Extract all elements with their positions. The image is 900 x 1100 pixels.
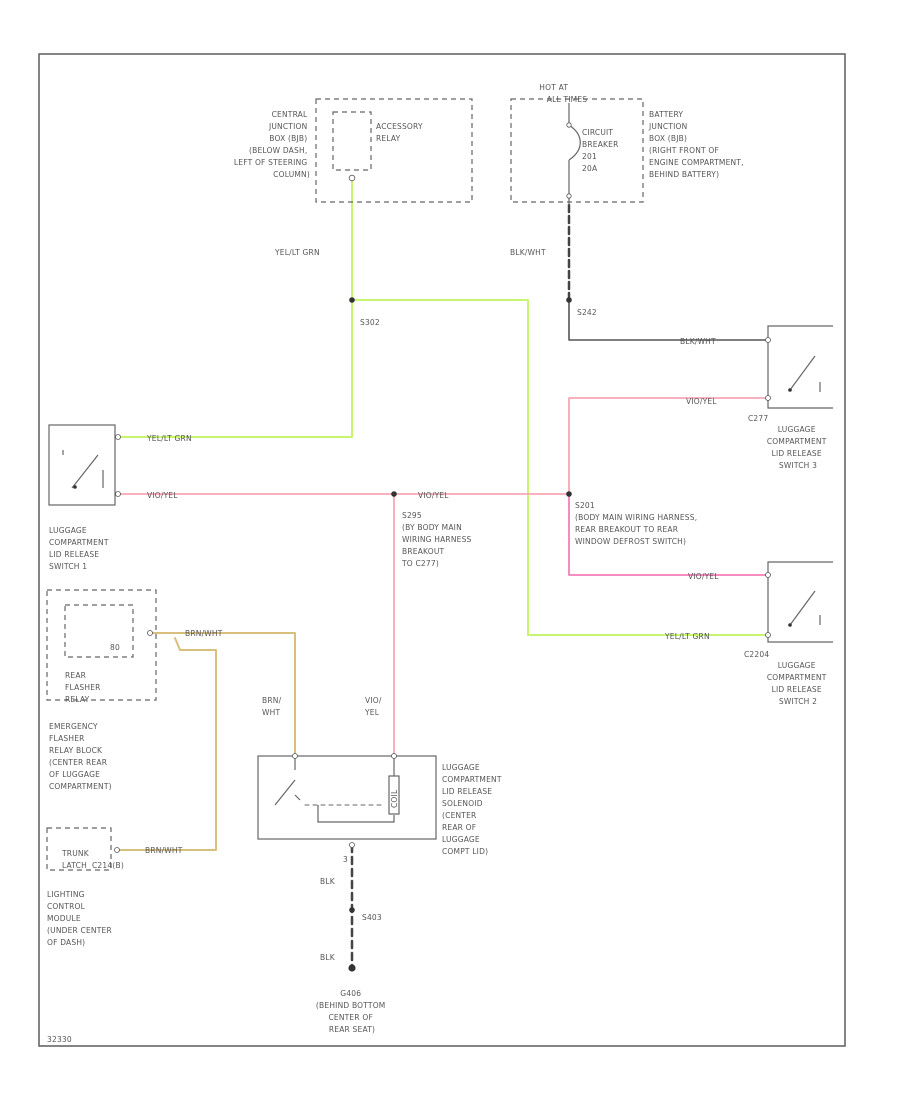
ground-g406-label: G406 (BEHIND BOTTOM CENTER OF REAR SEAT) <box>316 989 388 1034</box>
wire-label-vio-yel-center: VIO/YEL <box>418 491 449 500</box>
switch-3-pin-bottom <box>765 395 771 401</box>
solenoid-plunger <box>317 756 395 823</box>
lid-release-solenoid <box>257 755 437 840</box>
switch-1-contact <box>62 450 104 489</box>
solenoid-pin-left <box>292 753 298 759</box>
page-code: 32330 <box>47 1035 72 1044</box>
switch-3-pin-top <box>765 337 771 343</box>
flasher-relay-pin <box>147 630 153 636</box>
solenoid-switch-contact <box>274 756 301 806</box>
wire-label-blk-wht-top: BLK/WHT <box>510 248 546 257</box>
wire-label-yel-grn-switch2: YEL/LT GRN <box>664 632 710 641</box>
lid-release-switch-1 <box>48 424 116 506</box>
cjb-location-label: CENTRAL JUNCTION BOX (BJB) (BELOW DASH, … <box>234 110 310 179</box>
circuit-breaker-label: CIRCUIT BREAKER 201 20A <box>582 128 621 173</box>
solenoid-label: LUGGAGE COMPARTMENT LID RELEASE SOLENOID… <box>442 763 504 856</box>
lid-release-switch-3 <box>767 325 833 409</box>
hot-at-all-times-label: HOT AT ALL TIMES <box>539 83 587 104</box>
switch-3-contact-dot <box>788 388 792 392</box>
wire-label-vio-yel-switch2: VIO/YEL <box>688 572 719 581</box>
splice-s302-label: S302 <box>360 318 380 327</box>
wire-vio-yel-switch3 <box>568 397 769 495</box>
switch-2-pin-bottom <box>765 632 771 638</box>
wire-label-blk-bottom: BLK <box>320 953 336 962</box>
splice-s295-label: S295 (BY BODY MAIN WIRING HARNESS BREAKO… <box>401 511 474 568</box>
wire-yel-grn-relay <box>117 177 353 438</box>
splice-s403-dot <box>349 907 355 913</box>
switch-1-pin-bottom <box>115 491 121 497</box>
splice-s295-dot <box>391 491 397 497</box>
splice-s242-dot <box>566 297 572 303</box>
flasher-relay-block-location: EMERGENCY FLASHER RELAY BLOCK (CENTER RE… <box>49 722 112 791</box>
solenoid-coil-label: COIL <box>390 789 399 808</box>
switch-3-label: LUGGAGE COMPARTMENT LID RELEASE SWITCH 3 <box>767 425 829 470</box>
circuit-breaker-pin-top <box>566 122 572 128</box>
splice-s201-label: S201 (BODY MAIN WIRING HARNESS, REAR BRE… <box>575 501 700 546</box>
wire-label-brn-wht-solenoid: BRN/ WHT <box>262 696 284 717</box>
wire-brn-wht-lcm <box>116 637 217 851</box>
circuit-breaker-symbol <box>568 103 581 205</box>
switch-2-connector: C2204 <box>744 650 769 659</box>
solenoid-pin-ground <box>349 842 355 848</box>
battery-junction-box <box>510 98 644 203</box>
solenoid-coil <box>388 775 400 815</box>
switch-2-pin-top <box>765 572 771 578</box>
central-junction-box <box>315 98 473 203</box>
switch-1-label: LUGGAGE COMPARTMENT LID RELEASE SWITCH 1 <box>49 526 111 571</box>
switch-1-contact-dot <box>73 485 77 489</box>
circuit-breaker-pin-bottom <box>566 193 572 199</box>
lcm-location-label: LIGHTING CONTROL MODULE (UNDER CENTER OF… <box>47 890 114 947</box>
switch-3-contact <box>789 355 821 392</box>
wire-label-yel-grn-switch1: YEL/LT GRN <box>146 434 192 443</box>
bjb-location-label: BATTERY JUNCTION BOX (BJB) (RIGHT FRONT … <box>648 110 746 179</box>
wire-yel-grn-branch <box>351 299 769 636</box>
switch-2-contact-dot <box>788 623 792 627</box>
accessory-relay-box <box>332 111 372 171</box>
lcm-pin <box>114 847 120 853</box>
wire-label-vio-yel-switch3: VIO/YEL <box>686 397 717 406</box>
flasher-relay-pin-number: 80 <box>110 643 120 652</box>
rear-flasher-relay <box>64 604 134 658</box>
wire-label-yel-grn-top: YEL/LT GRN <box>274 248 320 257</box>
switch-1-pin-top <box>115 434 121 440</box>
wire-blk-wht-switch3 <box>568 299 769 341</box>
rear-flasher-relay-label: REAR FLASHER RELAY <box>65 671 103 704</box>
switch-2-contact <box>789 590 821 626</box>
switch-3-connector: C277 <box>748 414 768 423</box>
splice-s242-label: S242 <box>577 308 597 317</box>
accessory-relay-label: ACCESSORY RELAY <box>376 122 425 143</box>
wire-label-blk-wht-switch3: BLK/WHT <box>680 337 716 346</box>
solenoid-ground-pin-number: 3 <box>343 855 348 864</box>
switch-2-label: LUGGAGE COMPARTMENT LID RELEASE SWITCH 2 <box>767 661 829 706</box>
wire-label-brn-wht-flasher: BRN/WHT <box>185 629 223 638</box>
wire-label-blk-top: BLK <box>320 877 336 886</box>
wire-vio-yel-switch2 <box>568 493 769 576</box>
solenoid-pin-right <box>391 753 397 759</box>
wire-label-brn-wht-lcm: BRN/WHT <box>145 846 183 855</box>
splice-s403-label: S403 <box>362 913 382 922</box>
diagram-frame <box>38 53 846 1047</box>
splice-s201-dot <box>566 491 572 497</box>
lcm-connector: C214(B) <box>92 861 124 870</box>
emergency-flasher-relay-block <box>46 589 157 701</box>
lid-release-switch-2 <box>767 561 833 643</box>
accessory-relay-pin <box>348 174 356 182</box>
trunk-latch-label: TRUNK LATCH <box>61 849 91 870</box>
wire-label-vio-yel-switch1: VIO/YEL <box>147 491 178 500</box>
wire-brn-wht-solenoid <box>149 632 296 757</box>
splice-s302-dot <box>349 297 355 303</box>
lighting-control-module <box>46 827 112 871</box>
ground-g406-symbol <box>348 964 356 972</box>
wire-label-vio-yel-solenoid: VIO/ YEL <box>364 696 384 717</box>
